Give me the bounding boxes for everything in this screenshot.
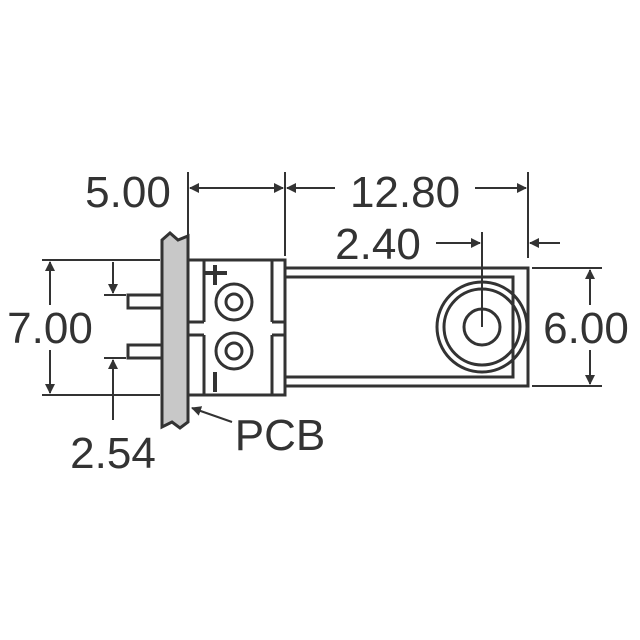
connector-body [186,258,287,397]
dim-lens-offset: 2.40 [335,220,421,269]
dim-tube-height: 6.00 [543,304,629,353]
dimension-arrows [45,183,595,423]
terminal-bottom [214,331,254,371]
pcb-board [160,231,190,430]
pcb-label: PCB [235,411,325,460]
dim-body-width: 5.00 [85,168,171,217]
plus-icon [205,265,227,285]
extension-lines [42,172,602,396]
dim-pin-pitch: 2.54 [70,429,156,478]
terminal-top [214,282,254,322]
tube-inner [285,275,515,379]
tube-outer [283,266,530,388]
pin-top [126,293,164,310]
pin-bottom [126,343,164,360]
dim-body-height: 7.00 [7,304,93,353]
dim-tube-length: 12.80 [350,168,460,217]
